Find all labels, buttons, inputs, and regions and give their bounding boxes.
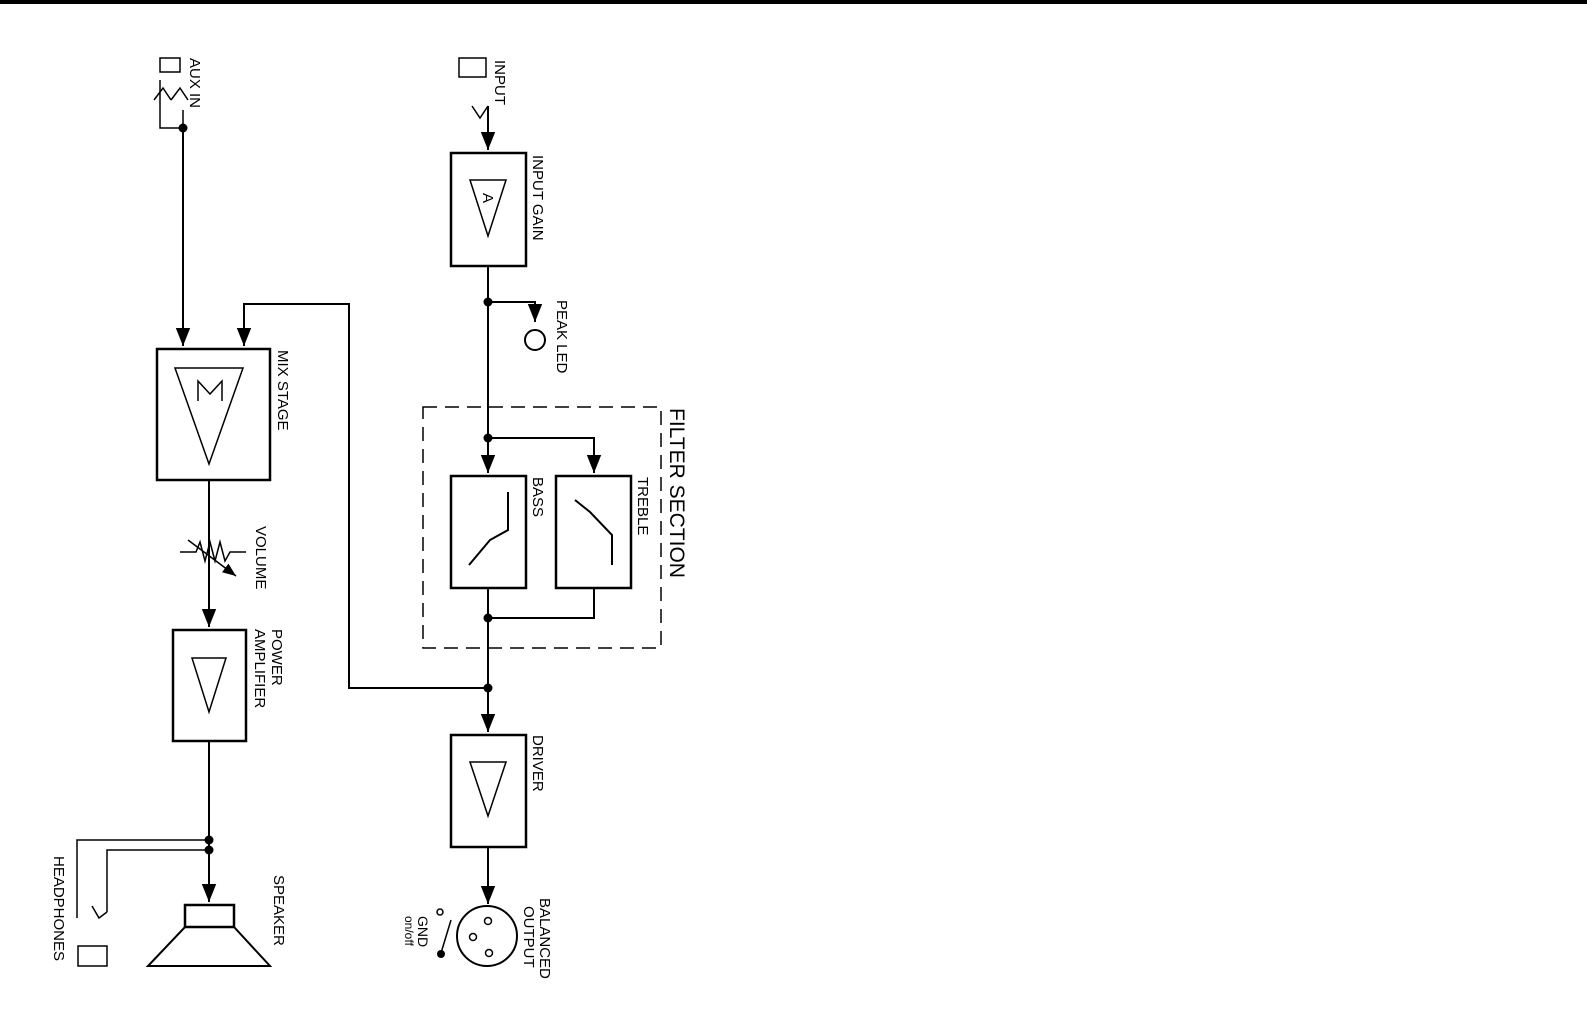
mix-stage-amp-icon [173,367,245,467]
peak-led-wire [488,301,543,322]
balanced-output-label-line2: OUTPUT [520,906,537,968]
driver-box [449,733,528,849]
xlr-output-connector-icon [456,905,518,967]
treble-response-curve-icon [574,499,613,565]
top-border-rule [0,0,1587,4]
input-gain-label: INPUT GAIN [529,155,546,241]
volume-potentiometer-icon [180,539,246,577]
bass-label: BASS [529,477,546,517]
input-gain-amp-icon [468,179,508,239]
bass-filter-box [449,474,528,590]
filter-to-mix-wire [236,303,488,689]
driver-amp-icon [468,761,508,819]
aux-in-label: AUX IN [186,58,203,108]
split-to-treble-wire [488,437,602,473]
mix-symbol-icon [197,379,223,401]
treble-output-wire [488,588,595,619]
treble-filter-box [554,474,633,590]
balanced-output-label-line1: BALANCED [536,898,553,979]
speaker-label: SPEAKER [270,875,287,946]
driver-label: DRIVER [529,735,546,792]
treble-label: TREBLE [634,477,651,535]
gnd-onoff-label: on/off [402,916,416,946]
input-gain-symbol: A [479,193,496,203]
peak-led-label: PEAK LED [553,300,570,374]
speaker-icon [145,903,273,967]
mix-stage-label: MIX STAGE [274,350,291,431]
filter-section-label: FILTER SECTION [665,408,688,578]
aux-in-jack [153,57,189,129]
power-amplifier-icon [190,657,228,715]
input-gain-box [449,151,528,268]
input-label: INPUT [491,60,508,105]
bass-response-curve-icon [468,492,509,566]
power-amplifier-label-line2: AMPLIFIER [251,629,268,708]
power-amplifier-label-line1: POWER [268,629,285,686]
power-amplifier-box [171,628,248,743]
filter-section-boundary [422,406,662,649]
input-jack [458,57,489,120]
volume-label: VOLUME [252,526,269,589]
gnd-switch-icon [436,908,452,958]
gnd-label: GND [415,916,431,947]
mix-feed-junction-dot [483,683,493,693]
peak-led-icon [524,329,546,351]
headphones-jack [76,839,209,967]
headphones-label: HEADPHONES [50,856,67,961]
